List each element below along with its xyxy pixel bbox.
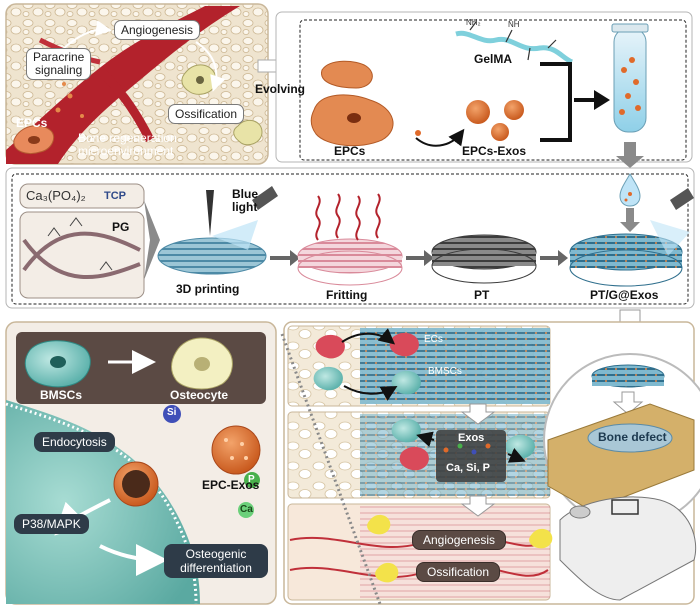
label-angiogenesis-bottom: Angiogenesis	[412, 530, 507, 550]
panel-microenvironment	[5, 3, 269, 165]
label-gelma: GelMA	[474, 52, 513, 66]
label-endocytosis: Endocytosis	[34, 432, 115, 452]
label-blue-light: Blue light	[232, 188, 258, 214]
label-microenvironment: Bone regeneration microenvironment	[78, 132, 177, 158]
label-nh2: NH₂	[466, 18, 481, 27]
blue-light-line-1: Blue	[232, 187, 259, 201]
label-p38-mapk: P38/MAPK	[14, 514, 89, 534]
microenv-line-2: microenvironment	[78, 144, 174, 158]
panel-mechanism	[280, 321, 700, 605]
panel-process	[5, 167, 695, 309]
blue-light-line-2: light	[232, 200, 258, 214]
panel-materials	[275, 11, 693, 163]
label-ions: Ca, Si, P	[446, 462, 491, 474]
label-tcp-formula: Ca₃(PO₄)₂	[26, 188, 86, 203]
label-paracrine-signaling: Paracrine signaling	[26, 48, 92, 80]
label-tcp: TCP	[104, 190, 126, 202]
label-pt: PT	[474, 288, 490, 302]
label-fritting: Fritting	[326, 288, 368, 302]
microenv-line-1: Bone regeneration	[78, 131, 177, 145]
label-ptg-exos: PT/G@Exos	[590, 288, 659, 302]
label-ossification-top: Ossification	[168, 104, 245, 124]
label-epcs-exos: EPCs-Exos	[462, 144, 527, 158]
label-evolving: Evolving	[255, 82, 306, 96]
label-p: P	[248, 474, 255, 485]
label-epcs-left: EPCs	[16, 116, 48, 130]
label-ca: Ca	[240, 504, 253, 515]
label-ossification-bottom: Ossification	[416, 562, 501, 582]
label-bmscs-mid: BMSCs	[428, 366, 462, 377]
label-3d-printing: 3D printing	[176, 282, 240, 296]
label-osteocyte: Osteocyte	[170, 388, 229, 402]
label-pg: PG	[112, 220, 130, 234]
label-bone-defect: Bone defect	[598, 430, 667, 444]
label-nh: NH	[508, 20, 520, 29]
label-osteogenic-differentiation: Osteogenic differentiation	[164, 544, 268, 578]
label-epc-exos: EPC-Exos	[202, 478, 260, 492]
label-si: Si	[167, 407, 177, 418]
osteo-line-2: differentiation	[180, 561, 252, 575]
paracrine-line-2: signaling	[34, 63, 83, 77]
label-ecs: ECs	[424, 334, 443, 345]
label-epcs-mid: EPCs	[334, 144, 366, 158]
label-angiogenesis-top: Angiogenesis	[114, 20, 201, 40]
paracrine-line-1: Paracrine	[33, 50, 85, 64]
label-exos: Exos	[458, 432, 485, 444]
label-bmscs-left: BMSCs	[40, 388, 83, 402]
osteo-line-1: Osteogenic	[185, 547, 247, 561]
